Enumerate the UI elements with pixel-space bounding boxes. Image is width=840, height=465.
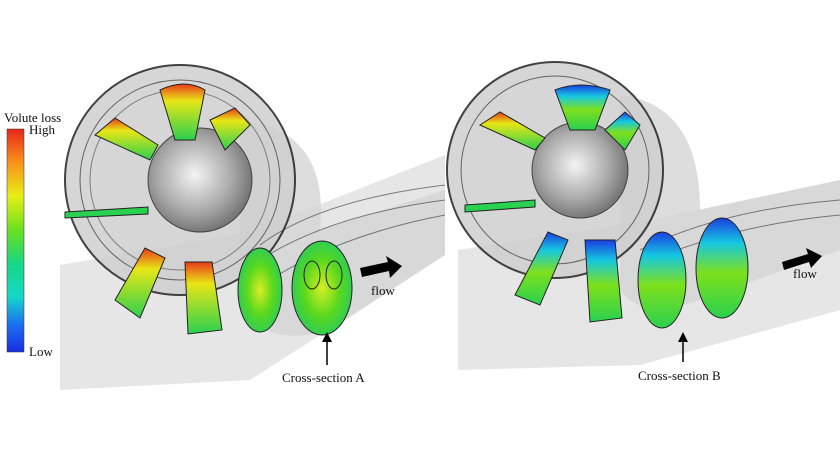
panel-b-flow-arrow: [782, 248, 822, 270]
panel-a-volute: [60, 64, 446, 390]
panel-a-flow-label: flow: [371, 283, 395, 298]
legend-colorbar: [6, 128, 25, 353]
panel-a-flow-arrow: [360, 256, 402, 278]
panel-a-section-1: [237, 247, 283, 333]
panel-a-blade-sections: [64, 83, 251, 335]
cross-section-b-label: Cross-section B: [638, 368, 721, 383]
cross-section-a-shape: [291, 240, 353, 336]
cross-section-a-label: Cross-section A: [282, 370, 365, 385]
cross-section-b-shape: [637, 231, 687, 329]
panel-a-impeller-hub: [147, 127, 253, 233]
panel-a-streamlines: [259, 184, 446, 281]
panel-b-flow-label: flow: [793, 266, 817, 281]
panel-b-section-2: [695, 217, 749, 319]
legend-high-label: High: [29, 122, 55, 137]
panel-b-blade-sections: [464, 84, 641, 323]
panel-b-volute: [446, 61, 840, 370]
legend-title: Volute loss: [4, 110, 62, 125]
legend-low-label: Low: [29, 344, 53, 359]
